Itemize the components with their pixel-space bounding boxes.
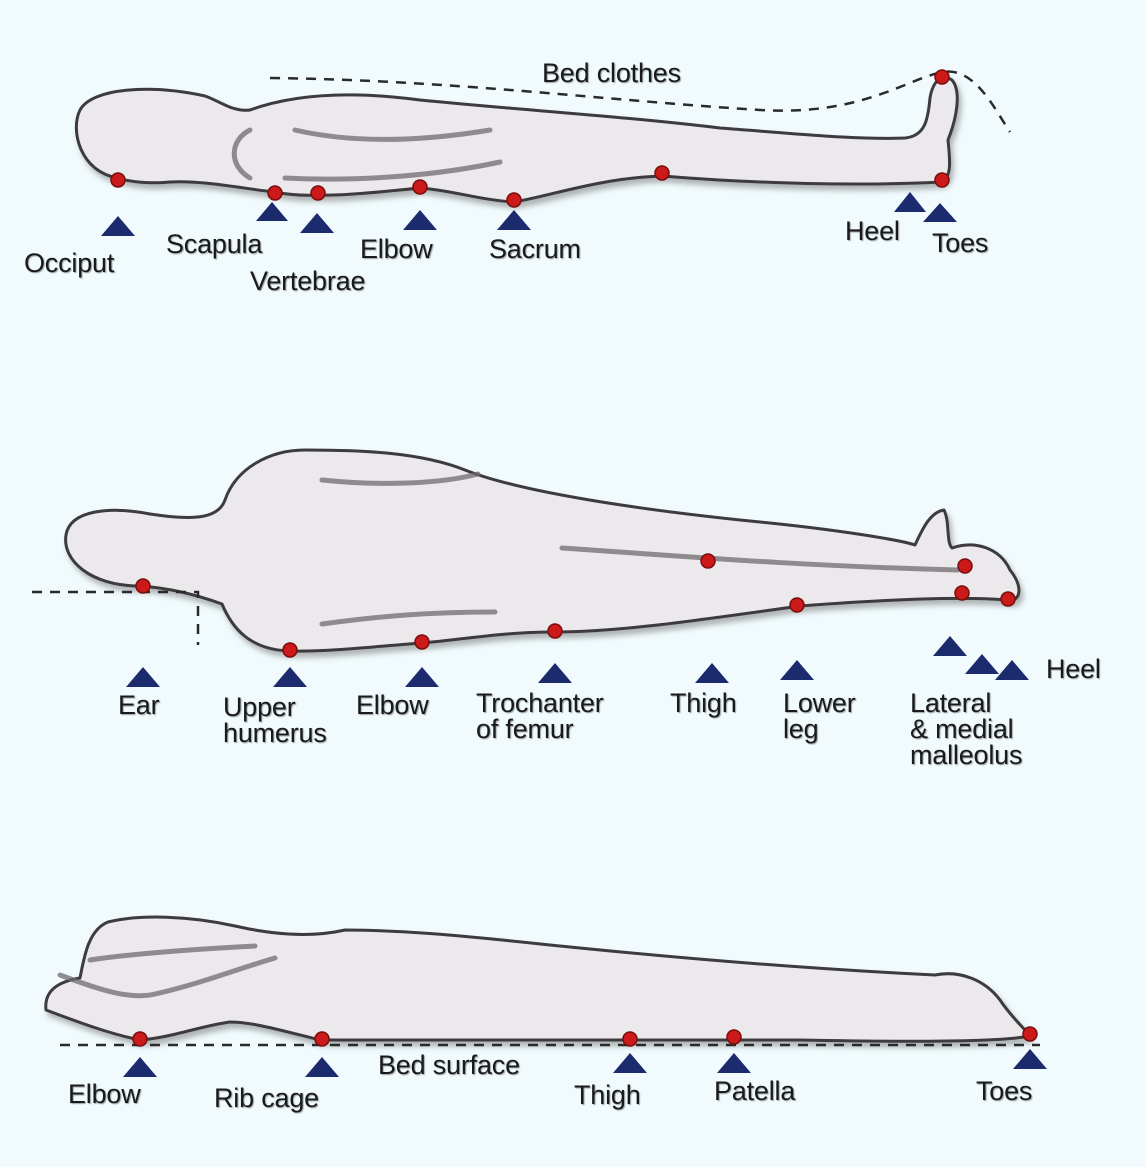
lateral-figure: [32, 450, 1029, 687]
vertebrae-label: Vertebrae: [250, 268, 365, 294]
red-dot-icon: [315, 1032, 329, 1046]
blue-triangle-icon: [300, 213, 334, 233]
prone-figure: [46, 917, 1047, 1077]
thigh-label: Thigh: [574, 1082, 641, 1108]
elbow-label: Elbow: [356, 692, 429, 718]
red-dot-icon: [133, 1032, 147, 1046]
malleolus-label: Lateral & medial malleolus: [910, 690, 1022, 768]
red-dot-icon: [790, 598, 804, 612]
thigh-label: Thigh: [670, 690, 737, 716]
blue-triangle-icon: [101, 216, 135, 236]
red-dot-icon: [136, 579, 150, 593]
red-dot-icon: [111, 173, 125, 187]
blue-triangle-icon: [273, 667, 307, 687]
blue-triangle-icon: [497, 210, 531, 230]
red-dot-icon: [623, 1032, 637, 1046]
toes-label: Toes: [932, 230, 988, 256]
elbow-label: Elbow: [360, 236, 433, 262]
toes-label: Toes: [976, 1078, 1032, 1104]
blue-triangle-icon: [894, 192, 926, 212]
heel-label: Heel: [845, 218, 900, 244]
blue-triangle-icon: [717, 1053, 751, 1073]
occiput-label: Occiput: [24, 250, 114, 276]
sacrum-label: Sacrum: [489, 236, 581, 262]
elbow-label: Elbow: [68, 1081, 141, 1107]
blue-triangle-icon: [1013, 1049, 1047, 1069]
blue-triangle-icon: [933, 636, 967, 656]
red-dot-icon: [727, 1030, 741, 1044]
blue-triangle-icon: [965, 654, 999, 674]
red-dot-icon: [311, 186, 325, 200]
blue-triangle-icon: [995, 660, 1029, 680]
lateral-bed-line: [32, 592, 198, 645]
bed-clothes-label: Bed clothes: [542, 60, 681, 86]
red-dot-icon: [507, 193, 521, 207]
supine-body: [76, 78, 957, 202]
patella-label: Patella: [714, 1078, 795, 1104]
blue-triangle-icon: [305, 1057, 339, 1077]
blue-triangle-icon: [256, 202, 288, 221]
trochanter-label: Trochanter of femur: [476, 690, 604, 742]
lateral-body: [66, 450, 1019, 651]
red-dot-icon: [701, 554, 715, 568]
bed-surface-label: Bed surface: [378, 1052, 520, 1078]
red-dot-icon: [415, 635, 429, 649]
blue-triangle-icon: [405, 667, 439, 687]
red-dot-icon: [935, 70, 949, 84]
red-dot-icon: [283, 643, 297, 657]
red-dot-icon: [413, 180, 427, 194]
red-dot-icon: [1001, 592, 1015, 606]
blue-triangle-icon: [538, 663, 572, 683]
blue-triangle-icon: [613, 1053, 647, 1073]
blue-triangle-icon: [403, 210, 437, 230]
red-dot-icon: [935, 173, 949, 187]
red-dot-icon: [1023, 1027, 1037, 1041]
red-dot-icon: [655, 166, 669, 180]
lower-leg-label: Lower leg: [783, 690, 856, 742]
rib-cage-label: Rib cage: [214, 1085, 319, 1111]
ear-label: Ear: [118, 692, 159, 718]
blue-triangle-icon: [923, 203, 957, 222]
prone-markers: [123, 1049, 1047, 1077]
red-dot-icon: [548, 624, 562, 638]
heel-label: Heel: [1046, 656, 1101, 682]
prone-body: [46, 917, 1030, 1041]
red-dot-icon: [268, 186, 282, 200]
upper-humerus-label: Upper humerus: [223, 694, 327, 746]
blue-triangle-icon: [126, 667, 160, 687]
supine-figure: [76, 70, 1010, 236]
scapula-label: Scapula: [166, 231, 262, 257]
blue-triangle-icon: [780, 660, 814, 680]
blue-triangle-icon: [695, 663, 729, 683]
blue-triangle-icon: [123, 1057, 157, 1077]
red-dot-icon: [958, 559, 972, 573]
red-dot-icon: [955, 586, 969, 600]
